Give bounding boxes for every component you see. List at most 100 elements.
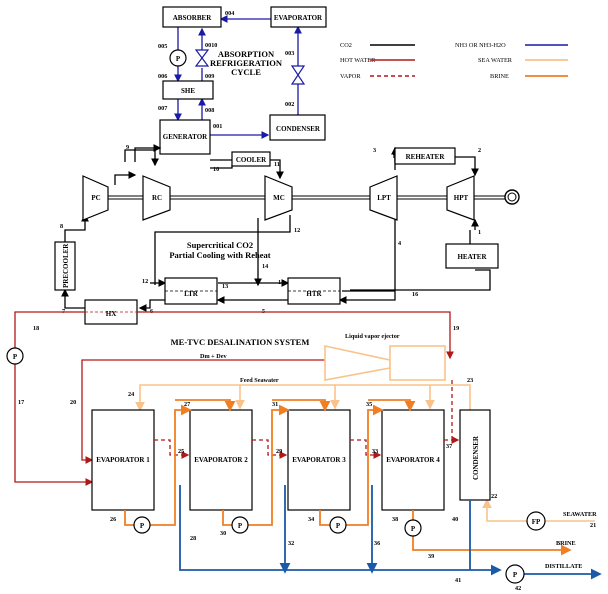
absorber-label: ABSORBER [173, 14, 212, 22]
state-30: 30 [220, 530, 226, 537]
absorber-pump-label: P [176, 55, 181, 63]
legend-brine: BRINE [490, 73, 509, 80]
evaporator-top-box [270, 6, 327, 28]
pump-1-label: P [140, 522, 145, 530]
pump-3-icon [329, 516, 347, 534]
state-18: 18 [33, 325, 39, 332]
pump-4-label: P [411, 525, 416, 533]
state-11: 11 [274, 161, 280, 168]
dm-label: Dm + Dev [200, 353, 227, 360]
distillate-pump-label: P [513, 571, 518, 579]
state-10: 10 [213, 166, 219, 173]
absorber-pump-icon [169, 49, 187, 67]
expansion-valve-2-icon [290, 65, 306, 85]
state-37: 37 [446, 443, 452, 450]
evaporator-top-label: EVAPORATOR [274, 14, 323, 22]
state-39: 39 [428, 553, 434, 560]
state-15: 15 [278, 279, 284, 286]
pump-hw-label: P [13, 353, 18, 361]
precooler-label: PRECOOLER [62, 243, 70, 288]
state-8: 8 [60, 223, 63, 230]
absorption-title-1: ABSORPTION [218, 49, 275, 59]
htr-label: HTR [306, 290, 322, 298]
heater-label: HEATER [457, 253, 487, 261]
state-008: 008 [205, 107, 214, 114]
state-4: 4 [398, 240, 401, 247]
reheater-box [394, 147, 456, 165]
state-38: 38 [392, 516, 398, 523]
state-23: 23 [467, 377, 473, 384]
sco2-title-1: Supercritical CO2 [187, 240, 253, 250]
she-label: SHE [181, 87, 195, 95]
legend: CO2 HOT WATER VAPOR NH3 OR NH3-H2O SEA W… [340, 42, 568, 80]
state-004: 004 [225, 10, 234, 17]
cooler-box [231, 151, 271, 167]
seawater-output-label: SEAWATER [563, 511, 597, 518]
desalination-system: ME-TVC DESALINATION SYSTEM Liquid vapor … [6, 311, 602, 592]
evaporator-1-box [91, 409, 155, 511]
hot-water-pump-icon [6, 347, 24, 365]
state-36: 36 [374, 540, 380, 547]
evaporator-3-box [287, 409, 351, 511]
state-31: 31 [272, 401, 278, 408]
legend-sea-water: SEA WATER [478, 57, 513, 64]
precooler-box [54, 241, 76, 291]
absorber-box [162, 6, 222, 28]
ejector-label: Liquid vapor ejector [345, 333, 400, 340]
state-25: 25 [178, 448, 184, 455]
state-32: 32 [288, 540, 294, 547]
evaporator-1-label: EVAPORATOR 1 [96, 456, 150, 464]
ltr-label: LTR [184, 290, 199, 298]
lpt-turbine-icon [369, 175, 398, 221]
she-box [162, 80, 214, 100]
ejector-body [389, 345, 446, 381]
state-0010: 0010 [205, 42, 217, 49]
evaporator-2-box [189, 409, 253, 511]
legend-co2: CO2 [340, 42, 352, 49]
reheater-label: REHEATER [406, 153, 446, 161]
state-34: 34 [308, 516, 314, 523]
legend-nh3: NH3 OR NH3-H2O [455, 42, 506, 49]
state-27: 27 [184, 401, 190, 408]
pc-label: PC [91, 194, 100, 202]
state-16: 16 [412, 291, 418, 298]
distillate-output-label: DISTILLATE [545, 563, 582, 570]
generator-label: GENERATOR [163, 133, 208, 141]
brine-output-label: BRINE [556, 540, 576, 547]
rc-label: RC [152, 194, 162, 202]
state-001: 001 [213, 123, 222, 130]
hpt-label: HPT [454, 194, 469, 202]
distillate-pump-icon [505, 564, 525, 584]
legend-vapor: VAPOR [340, 73, 361, 80]
feed-label: Feed Seawater [240, 377, 279, 384]
evaporator-2-label: EVAPORATOR 2 [194, 456, 248, 464]
absorption-title-2: REFRIGERATION [210, 58, 283, 68]
mc-compressor-icon [264, 175, 293, 221]
state-40: 40 [452, 516, 458, 523]
pump-3-label: P [336, 522, 341, 530]
sco2-cycle: PC RC MC LPT HPT COOLER REHEATER HEATER … [54, 144, 520, 325]
evaporator-3-label: EVAPORATOR 3 [292, 456, 346, 464]
state-21: 21 [590, 522, 596, 529]
state-007: 007 [158, 105, 167, 112]
pump-4-icon [404, 519, 422, 537]
state-009: 009 [205, 73, 214, 80]
evaporator-4-label: EVAPORATOR 4 [386, 456, 440, 464]
state-35: 35 [366, 401, 372, 408]
state-24: 24 [128, 391, 134, 398]
generator-box [159, 119, 211, 155]
state-14: 14 [262, 263, 268, 270]
desal-title: ME-TVC DESALINATION SYSTEM [171, 337, 310, 347]
state-26: 26 [110, 516, 116, 523]
state-005: 005 [158, 43, 167, 50]
lpt-label: LPT [377, 194, 391, 202]
state-1: 1 [478, 229, 481, 236]
cooler-label: COOLER [236, 156, 267, 164]
pump-2-label: P [238, 522, 243, 530]
condenser-vert-label: CONDENSER [472, 435, 480, 480]
state-28: 28 [190, 535, 196, 542]
state-3: 3 [373, 147, 376, 154]
state-9: 9 [126, 144, 129, 151]
condenser-top-label: CONDENSER [276, 125, 321, 133]
